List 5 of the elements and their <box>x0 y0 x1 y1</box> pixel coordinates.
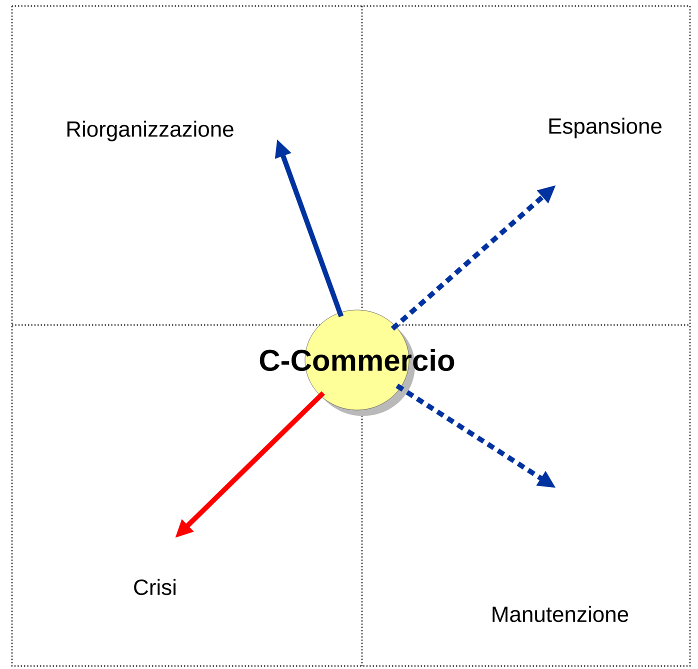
ellipse-node: C-Commercio <box>260 310 454 416</box>
quadrant-label: Crisi <box>134 578 176 596</box>
quadrant-label: Manutenzione <box>492 606 628 622</box>
quadrant-label: Riorganizzazione <box>67 120 234 142</box>
quadrant-label: Espansione <box>549 118 662 138</box>
